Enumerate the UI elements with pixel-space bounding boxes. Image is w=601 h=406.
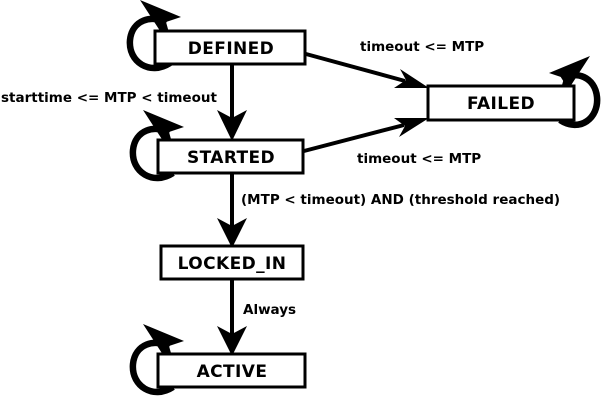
edge-defined-to-failed-line <box>305 52 406 83</box>
edge-started-to-failed-arrowhead <box>394 118 429 137</box>
edge-defined-to-failed-arrowhead <box>394 69 429 88</box>
edge-locked-in-to-active-arrowhead <box>217 326 247 356</box>
state-node-active[interactable]: ACTIVE <box>156 352 307 389</box>
started-self-loop-path <box>129 125 175 182</box>
state-label-locked-in: LOCKED_IN <box>178 254 287 274</box>
state-label-failed: FAILED <box>467 94 535 114</box>
state-box-failed[interactable] <box>426 84 576 122</box>
edge-defined-to-failed <box>305 52 429 88</box>
state-node-locked-in[interactable]: LOCKED_IN <box>159 244 305 281</box>
edge-defined-to-started-arrowhead <box>217 110 247 141</box>
edge-label-timeout-mtp-bottom: timeout <= MTP <box>357 151 481 167</box>
state-label-active: ACTIVE <box>197 362 268 382</box>
state-node-failed[interactable]: FAILED <box>426 84 576 122</box>
edge-label-timeout-mtp-top: timeout <= MTP <box>360 39 484 55</box>
edge-started-to-failed <box>303 118 429 153</box>
edge-started-to-failed-line <box>303 123 405 153</box>
state-node-defined[interactable]: DEFINED <box>153 29 307 66</box>
edge-started-to-locked-in <box>217 173 247 248</box>
active-self-loop-path <box>129 339 175 396</box>
edge-label-starttime-mtp-timeout: starttime <= MTP < timeout <box>1 90 217 106</box>
state-label-started: STARTED <box>187 148 275 168</box>
state-box-locked-in[interactable] <box>159 244 305 281</box>
edge-started-to-locked-in-arrowhead <box>217 218 247 248</box>
edge-label-mtp-threshold: (MTP < timeout) AND (threshold reached) <box>241 192 560 208</box>
state-node-started[interactable]: STARTED <box>156 138 305 175</box>
state-box-defined[interactable] <box>153 29 307 66</box>
state-label-defined: DEFINED <box>188 39 274 59</box>
state-box-active[interactable] <box>156 352 307 389</box>
edge-defined-to-started <box>217 64 247 141</box>
edge-label-always: Always <box>243 302 296 318</box>
edge-locked-in-to-active <box>217 279 247 356</box>
defined-self-loop-path <box>126 15 172 72</box>
state-box-started[interactable] <box>156 138 305 175</box>
